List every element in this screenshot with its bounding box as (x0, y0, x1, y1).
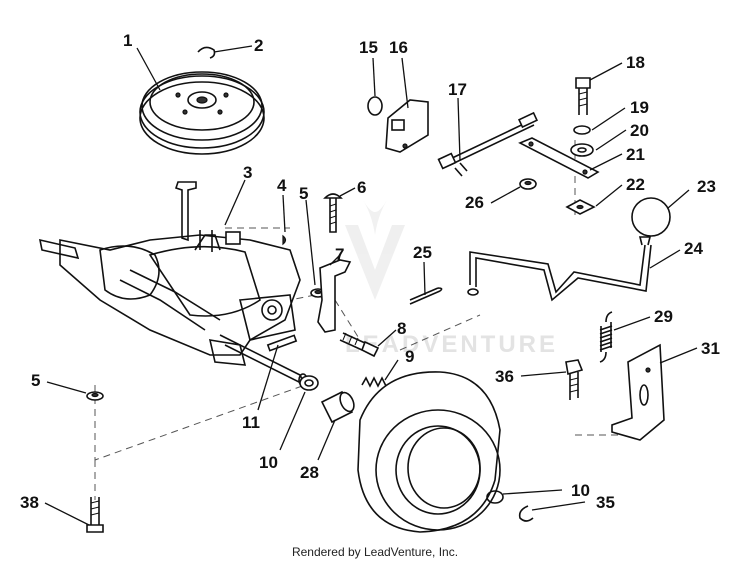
callout-11: 11 (242, 413, 260, 432)
cotter-pin-25 (409, 287, 443, 305)
callout-1: 1 (123, 31, 132, 50)
bushing-31 (320, 390, 355, 424)
lock-washer-19 (573, 125, 591, 135)
leader-lines (44, 45, 698, 526)
callout-22: 22 (626, 175, 645, 194)
bolt-6 (323, 193, 343, 233)
link-plate-21 (518, 137, 600, 179)
callout-19: 19 (630, 98, 649, 117)
knob-23 (631, 197, 671, 237)
callout-16: 16 (389, 38, 408, 57)
bracket-7 (317, 259, 352, 333)
bolt-38 (86, 497, 104, 533)
nut-5-lower (86, 391, 104, 401)
transaxle (38, 230, 308, 387)
rod-assembly-17 (437, 111, 539, 177)
retaining-ring (197, 46, 216, 59)
callout-28: 29 (654, 307, 673, 326)
washer-20 (570, 143, 594, 157)
spring-9 (361, 376, 387, 388)
washer-10 (299, 375, 319, 391)
washer-15 (367, 96, 383, 116)
watermark-logo (345, 200, 405, 300)
key (266, 334, 298, 352)
bracket-29 (611, 343, 665, 441)
clip-35 (518, 505, 534, 522)
callouts: 1 2 3 4 5 6 7 8 9 5 11 10 28 38 15 16 17… (20, 31, 720, 512)
pulley (139, 71, 265, 155)
callout-29: 31 (701, 339, 720, 358)
callout-36: 36 (495, 367, 514, 386)
callout-26: 26 (465, 193, 484, 212)
pin (282, 234, 287, 246)
callout-35: 35 (596, 493, 615, 512)
callout-10: 10 (259, 453, 278, 472)
callout-10-lower: 10 (571, 481, 590, 500)
washer-10-lower (486, 490, 504, 504)
bracket-16 (385, 99, 429, 153)
callout-18: 18 (626, 53, 645, 72)
bolt-8 (339, 332, 380, 358)
nut-26 (519, 178, 537, 190)
callout-31: 28 (300, 463, 319, 482)
callout-7: 7 (335, 245, 344, 264)
callout-2: 2 (254, 36, 263, 55)
callout-4: 4 (277, 176, 287, 195)
tire (357, 371, 501, 533)
transaxle-bracket (174, 181, 197, 242)
footer-credit: Rendered by LeadVenture, Inc. (291, 545, 459, 559)
callout-20: 20 (630, 121, 649, 140)
callout-5-lower: 5 (31, 371, 40, 390)
callout-9: 9 (405, 347, 414, 366)
callout-8: 8 (397, 319, 406, 338)
callout-38: 38 (20, 493, 39, 512)
callout-17: 17 (448, 80, 467, 99)
watermark-text: LEADVENTURE (345, 331, 558, 358)
callout-15: 15 (359, 38, 378, 57)
callout-21: 21 (626, 145, 645, 164)
callout-5: 5 (299, 184, 308, 203)
lever-24 (467, 236, 652, 302)
callout-25: 25 (413, 243, 432, 262)
callout-24: 24 (684, 239, 703, 258)
callout-23: 23 (697, 177, 716, 196)
callout-3: 3 (243, 163, 252, 182)
bolt-18 (575, 77, 591, 115)
callout-6: 6 (357, 178, 366, 197)
bolt-36 (565, 359, 584, 400)
spring-28 (599, 311, 613, 363)
washer-22 (565, 199, 596, 215)
